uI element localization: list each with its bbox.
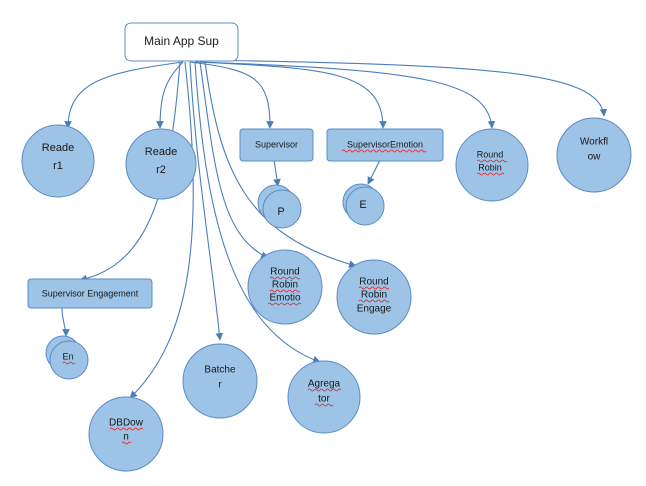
- supervisor-emotion-label: SupervisorEmotion: [347, 139, 423, 149]
- round-robin-engage-label-line1: Round: [359, 277, 388, 288]
- connector-supervisor-emotion: [194, 61, 387, 129]
- round-robin-emotion-label-line3: Emotio: [269, 293, 301, 304]
- batcher-label-line1: Batche: [204, 365, 236, 376]
- reader1-label-line1: Reade: [42, 142, 74, 154]
- round-robin-emotion-label-line2: Robin: [272, 280, 298, 291]
- agregator-label-line1: Agrega: [308, 379, 341, 390]
- connector-reader1: [64, 61, 184, 129]
- reader1-label-line2: r1: [53, 160, 63, 172]
- batcher-node: Batche r: [182, 343, 258, 419]
- agregator-node: Agrega tor: [287, 360, 361, 434]
- connector-batcher: [189, 61, 224, 341]
- reader2-label-line1: Reade: [145, 146, 177, 158]
- root-node: Main App Sup: [124, 22, 239, 62]
- connector-round-robin: [199, 61, 496, 129]
- round-robin-emotion-label-line1: Round: [270, 267, 299, 278]
- connector-agregator: [194, 61, 321, 364]
- round-robin-node: Round Robin: [455, 128, 529, 202]
- dbdown-label-line1: DBDow: [109, 418, 144, 429]
- supervisor-engagement-node: Supervisor Engagement: [27, 278, 153, 309]
- supervisor-label: Supervisor: [255, 139, 298, 149]
- supervisor-engagement-label: Supervisor Engagement: [42, 288, 139, 298]
- connectors: [61, 59, 608, 399]
- connector-supervisor-to-p: [273, 159, 281, 187]
- dbdown-node: DBDow n: [88, 396, 164, 472]
- connector-reader2: [156, 61, 184, 129]
- reader1-node: Reade r1: [21, 124, 95, 198]
- connector-dbdown: [129, 61, 194, 399]
- round-robin-label-line2: Robin: [478, 162, 502, 172]
- supervisor-emotion-e-label: E: [359, 199, 366, 211]
- reader2-node: Reade r2: [125, 128, 197, 200]
- connector-round-robin-engage: [204, 61, 357, 268]
- connector-supervisor-engagement-to-en: [61, 307, 70, 337]
- reader2-label-line2: r2: [156, 164, 166, 176]
- supervisor-p-node: P: [257, 184, 302, 229]
- connector-supervisor-emotion-to-e: [367, 159, 381, 185]
- workflow-label-line2: ow: [588, 152, 602, 163]
- round-robin-engage-label-line2: Robin: [361, 290, 387, 301]
- connector-supervisor-engagement: [79, 61, 181, 283]
- supervisor-node: Supervisor: [239, 128, 314, 162]
- workflow-label-line1: Workfl: [580, 137, 608, 148]
- supervisor-engagement-en-label: En: [62, 351, 73, 361]
- round-robin-engage-label-line3: Engage: [357, 304, 392, 315]
- batcher-label-line2: r: [218, 380, 222, 391]
- supervisor-engagement-en-node: En: [45, 335, 89, 380]
- supervisor-p-label: P: [277, 206, 284, 218]
- connector-round-robin-emotion: [199, 61, 269, 259]
- workflow-node: Workfl ow: [556, 117, 632, 193]
- root-node-label: Main App Sup: [144, 34, 219, 48]
- dbdown-label-line2: n: [123, 432, 129, 443]
- round-robin-label-line1: Round: [477, 149, 504, 159]
- round-robin-emotion-node: Round Robin Emotio: [247, 249, 323, 325]
- round-robin-engage-node: Round Robin Engage: [336, 259, 412, 335]
- supervisor-emotion-node: SupervisorEmotion: [326, 128, 444, 162]
- supervisor-emotion-e-node: E: [342, 183, 385, 226]
- agregator-label-line2: tor: [318, 394, 330, 405]
- connector-supervisor: [189, 61, 274, 129]
- connector-workflow: [204, 59, 608, 117]
